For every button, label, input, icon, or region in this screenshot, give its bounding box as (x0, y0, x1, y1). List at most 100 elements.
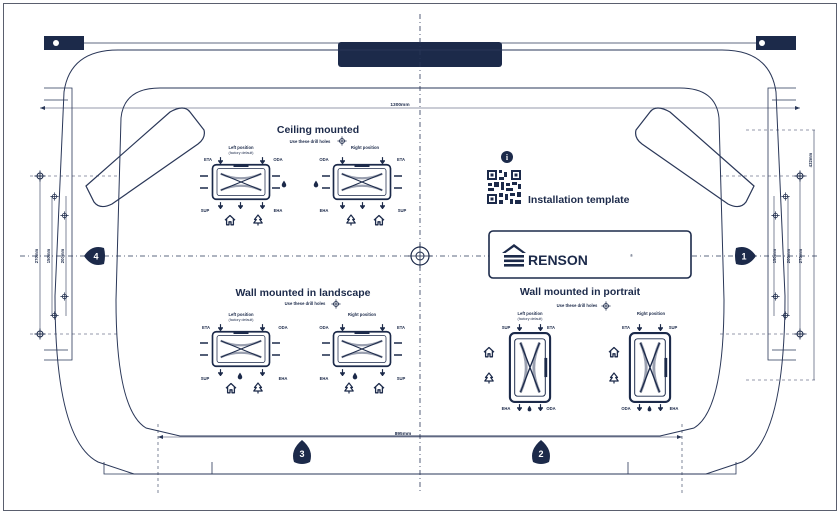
arrow-icon (517, 324, 522, 331)
section-landscape: Wall mounted in landscape Use these dril… (200, 287, 406, 394)
portrait-left-default: (factory default) (518, 317, 543, 321)
drop-icon (281, 180, 287, 188)
tree-icon (609, 372, 619, 384)
port-label: SUP (201, 208, 210, 213)
arrow-icon (658, 324, 663, 331)
port-label: ODA (273, 157, 282, 162)
arrow-icon (218, 202, 223, 209)
renson-icon (502, 244, 526, 267)
drill-hole-icon (50, 311, 59, 320)
arrow-icon (538, 324, 543, 331)
port-label: SUP (398, 208, 407, 213)
marker-4-label: 4 (93, 252, 98, 262)
house-icon (225, 382, 237, 394)
svg-text:i: i (506, 153, 509, 162)
port-label: ETA (204, 157, 212, 162)
dimension-top-label: 1300mm (390, 102, 409, 108)
drop-icon (527, 405, 532, 412)
dimension-bottom-label: 895mm (395, 431, 412, 437)
drill-hole-icon (60, 211, 69, 220)
landscape-right-position: Right position (348, 312, 377, 317)
port-label: EHA (670, 406, 679, 411)
arrow-icon (517, 404, 522, 411)
section-landscape-drill: Use these drill holes (285, 301, 326, 306)
tree-icon (253, 214, 263, 226)
drill-hole-icon (34, 328, 46, 340)
qr-code (487, 170, 521, 204)
port-label: ETA (397, 157, 405, 162)
port-label: SUP (201, 376, 210, 381)
port-label: ODA (319, 325, 328, 330)
arrow-icon (218, 369, 223, 376)
arrow-icon (360, 202, 365, 209)
right-handle (635, 107, 755, 208)
center-target (408, 244, 432, 268)
dimension-bottom: 895mm (157, 424, 683, 494)
info-block: i Installation template (487, 151, 630, 206)
arrow-icon (380, 157, 385, 164)
drill-hole-icon (781, 192, 790, 201)
landscape-left-unit (211, 330, 271, 368)
drill-hole-icon (794, 170, 806, 182)
arrow-icon (637, 324, 642, 331)
marker-2: 2 (532, 440, 550, 464)
landscape-left-position: Left position (228, 312, 254, 317)
arrow-icon (260, 369, 265, 376)
drop-icon (352, 372, 358, 380)
drop-icon (237, 372, 243, 380)
brand-logo: RENSON ® (488, 230, 692, 279)
tree-icon (253, 382, 263, 394)
unit-outline-inner (115, 87, 725, 437)
arrow-icon (340, 157, 345, 164)
marker-1-label: 1 (741, 252, 746, 262)
crosshair-icon (601, 301, 611, 311)
arrow-icon (260, 157, 265, 164)
port-label: EHA (502, 406, 511, 411)
arrow-icon (218, 157, 223, 164)
port-label: EHA (279, 376, 288, 381)
port-label: ETA (397, 325, 405, 330)
marker-4: 4 (84, 247, 105, 265)
section-ceiling-title: Ceiling mounted (277, 124, 359, 136)
dimension-left (30, 175, 120, 335)
port-label: EHA (274, 208, 283, 213)
drill-hole-icon (771, 292, 780, 301)
drill-hole-icon (781, 311, 790, 320)
portrait-right-unit (628, 331, 672, 404)
portrait-left-position: Left position (517, 311, 543, 316)
portrait-left-unit (508, 331, 552, 404)
arrow-icon (658, 404, 663, 411)
dimension-top: 1300mm (40, 102, 800, 110)
info-icon (501, 151, 513, 163)
arrow-icon (238, 202, 243, 209)
port-label: ODA (546, 406, 555, 411)
port-label: SUP (397, 376, 406, 381)
arrow-icon (380, 369, 385, 376)
port-label: ODA (621, 406, 630, 411)
dimension-right (720, 129, 818, 381)
dimension-right-inner-b: 200mm (786, 249, 791, 264)
arrow-icon (340, 324, 345, 331)
marker-3-label: 3 (299, 449, 304, 459)
brand-name: RENSON (528, 252, 588, 268)
port-label: ETA (547, 325, 555, 330)
dimension-right-inner-a: 150mm (772, 249, 777, 264)
drop-icon (313, 180, 319, 188)
ceiling-left-default: (factory default) (229, 151, 254, 155)
arrow-icon (218, 324, 223, 331)
sheet-border (3, 3, 837, 511)
house-icon (483, 346, 495, 358)
tree-icon (484, 372, 494, 384)
arrow-icon (380, 202, 385, 209)
portrait-right-position: Right position (637, 311, 666, 316)
house-icon (608, 346, 620, 358)
marker-3: 3 (293, 440, 311, 464)
ceiling-right-unit (332, 163, 392, 201)
landscape-left-default: (factory default) (229, 318, 254, 322)
ceiling-left-position: Left position (228, 145, 254, 150)
port-label: SUP (669, 325, 678, 330)
ceiling-right-position: Right position (351, 145, 380, 150)
section-ceiling-drill: Use these drill holes (290, 139, 331, 144)
dimension-right-outer: 270mm (798, 249, 803, 264)
brand-registered: ® (630, 253, 633, 258)
